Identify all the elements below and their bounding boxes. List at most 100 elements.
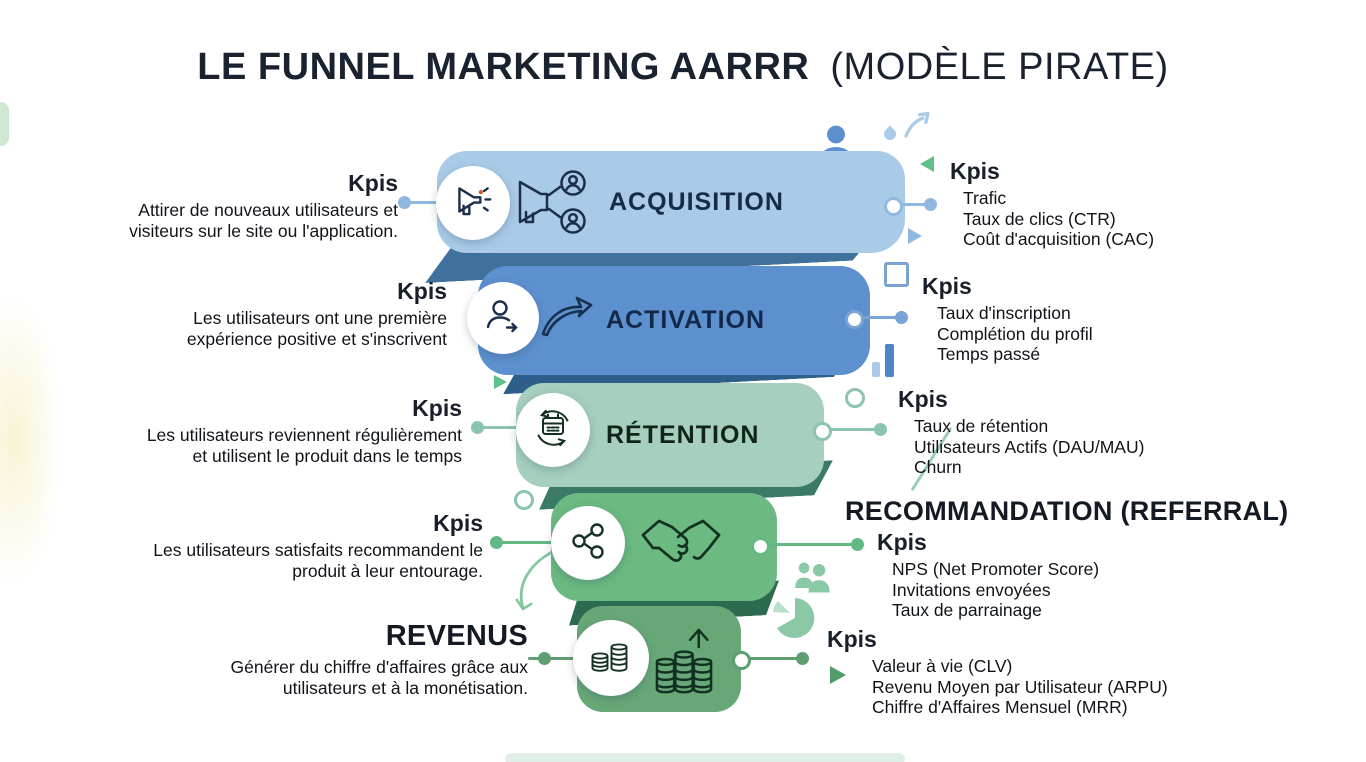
acquisition-description: Attirer de nouveaux utilisateurs et visi… (60, 200, 398, 241)
triangle-icon (830, 666, 846, 684)
kpi-item: Churn (914, 457, 962, 477)
description-line: utilisateurs et à la monétisation. (282, 677, 528, 698)
activation-icon-circle (467, 282, 539, 354)
connector-ring (813, 422, 832, 441)
recommandation-kpis-block: RECOMMANDATION (REFERRAL) Kpis NPS (Net … (845, 496, 1288, 621)
acquisition-icon-circle (436, 166, 510, 240)
description-line: Les utilisateurs ont une première (193, 308, 447, 328)
page-title-main: LE FUNNEL MARKETING AARRR (197, 46, 810, 88)
coin-stacks-icon (588, 635, 634, 682)
kpis-heading: Kpis (433, 510, 483, 536)
share-icon (566, 519, 610, 568)
square-outline-icon (884, 262, 909, 287)
connector-ring (732, 651, 751, 670)
connector-dot (490, 536, 503, 549)
connector-line (896, 203, 928, 206)
description-line: visiteurs sur le site ou l'application. (129, 220, 398, 241)
kpi-item: Revenu Moyen par Utilisateur (ARPU) (872, 676, 1168, 697)
kpi-list: Valeur à vie (CLV) Revenu Moyen par Util… (872, 656, 1168, 718)
recommandation-description: Les utilisateurs satisfaits recommandent… (146, 540, 483, 581)
description-line: expérience positive et s'inscrivent (186, 328, 447, 349)
connector-line (497, 541, 555, 544)
kpi-item: Complétion du profil (937, 323, 1093, 344)
description-line: Attirer de nouveaux utilisateurs et (138, 200, 398, 220)
page-title-suffix: (MODÈLE PIRATE) (830, 46, 1169, 88)
connector-dot (874, 423, 887, 436)
connector-line (404, 201, 444, 204)
kpi-list: Trafic Taux de clics (CTR) Coût d'acquis… (963, 188, 1154, 250)
kpis-heading: Kpis (898, 386, 948, 412)
kpis-heading: Kpis (412, 395, 462, 421)
kpis-heading: Kpis (397, 278, 447, 304)
circle-outline-icon (514, 490, 534, 510)
stage-label-acquisition: ACQUISITION (609, 187, 784, 216)
kpis-heading: Kpis (922, 273, 972, 299)
funnel-stage-acquisition: ACQUISITION (437, 151, 905, 253)
page-title: LE FUNNEL MARKETING AARRR (MODÈLE PIRATE… (0, 46, 1366, 89)
recommandation-left-block: Kpis Les utilisateurs satisfaits recomma… (146, 510, 483, 581)
kpi-item: Utilisateurs Actifs (DAU/MAU) (914, 436, 1145, 457)
revenus-kpis-block: Kpis Valeur à vie (CLV) Revenu Moyen par… (827, 626, 1168, 718)
connector-line (528, 657, 578, 660)
connector-dot (851, 538, 864, 551)
activation-description: Les utilisateurs ont une première expéri… (120, 308, 447, 349)
kpi-item: Coût d'acquisition (CAC) (963, 229, 1155, 249)
kpi-item: Trafic (963, 188, 1007, 208)
description-line: Les utilisateurs reviennent régulièremen… (146, 425, 462, 445)
connector-dot (538, 652, 551, 665)
kpi-item: Taux d'inscription (937, 303, 1071, 323)
retention-description: Les utilisateurs reviennent régulièremen… (133, 425, 462, 466)
background-blob (0, 290, 64, 590)
handshake-icon (637, 511, 725, 582)
bottom-accent (505, 753, 905, 762)
connector-line (763, 543, 855, 546)
connector-line (857, 316, 899, 319)
retention-left-block: Kpis Les utilisateurs reviennent réguliè… (133, 395, 462, 466)
connector-line (825, 428, 879, 431)
swoosh-arrow-icon (538, 294, 596, 345)
revenus-description: Générer du chiffre d'affaires grâce aux … (178, 657, 528, 698)
triangle-icon (920, 156, 934, 172)
user-arrow-icon (481, 294, 525, 343)
people-icon (793, 560, 833, 601)
connector-ring (845, 310, 864, 329)
kpi-list: NPS (Net Promoter Score) Invitations env… (892, 559, 1288, 621)
megaphone-icon (450, 179, 496, 228)
recommandation-icon-circle (551, 506, 625, 580)
kpis-heading: Kpis (950, 158, 1000, 184)
kpi-item: Temps passé (937, 344, 1041, 364)
teardrop-icon (881, 125, 899, 143)
connector-dot (924, 198, 937, 211)
pie-chart-icon (770, 595, 816, 646)
stage-label-revenus: REVENUS (385, 620, 528, 652)
curved-arrow-icon (506, 546, 566, 621)
connector-line (478, 426, 522, 429)
calendar-refresh-icon (530, 405, 576, 456)
description-line: Générer du chiffre d'affaires grâce aux (230, 657, 528, 677)
description-line: et utilisent le produit dans le temps (192, 445, 462, 466)
stage-label-recommandation: RECOMMANDATION (REFERRAL) (845, 496, 1289, 526)
stage-label-retention: RÉTENTION (606, 420, 760, 449)
kpi-item: Invitations envoyées (892, 579, 1051, 600)
retention-icon-circle (516, 393, 590, 467)
connector-line (744, 657, 800, 660)
kpi-item: Chiffre d'Affaires Mensuel (MRR) (872, 697, 1128, 717)
connector-dot (398, 196, 411, 209)
revenus-icon-circle (573, 620, 649, 696)
kpi-item: Taux de parrainage (892, 600, 1042, 620)
circle-outline-icon (845, 388, 865, 408)
triangle-icon (494, 375, 507, 389)
edge-accent (0, 102, 9, 146)
connector-ring (884, 197, 903, 216)
bar-chart-icon (872, 344, 896, 378)
kpi-list: Taux de rétention Utilisateurs Actifs (D… (914, 416, 1144, 478)
retention-kpis-block: Kpis Taux de rétention Utilisateurs Acti… (898, 386, 1144, 478)
description-line: produit à leur entourage. (292, 560, 483, 581)
kpis-heading: Kpis (877, 529, 927, 555)
megaphone-broadcast-users-icon (514, 167, 598, 244)
acquisition-kpis-block: Kpis Trafic Taux de clics (CTR) Coût d'a… (950, 158, 1154, 250)
kpi-item: Taux de clics (CTR) (963, 208, 1116, 229)
kpi-item: Taux de rétention (914, 416, 1049, 436)
acquisition-left-block: Kpis Attirer de nouveaux utilisateurs et… (60, 170, 398, 241)
